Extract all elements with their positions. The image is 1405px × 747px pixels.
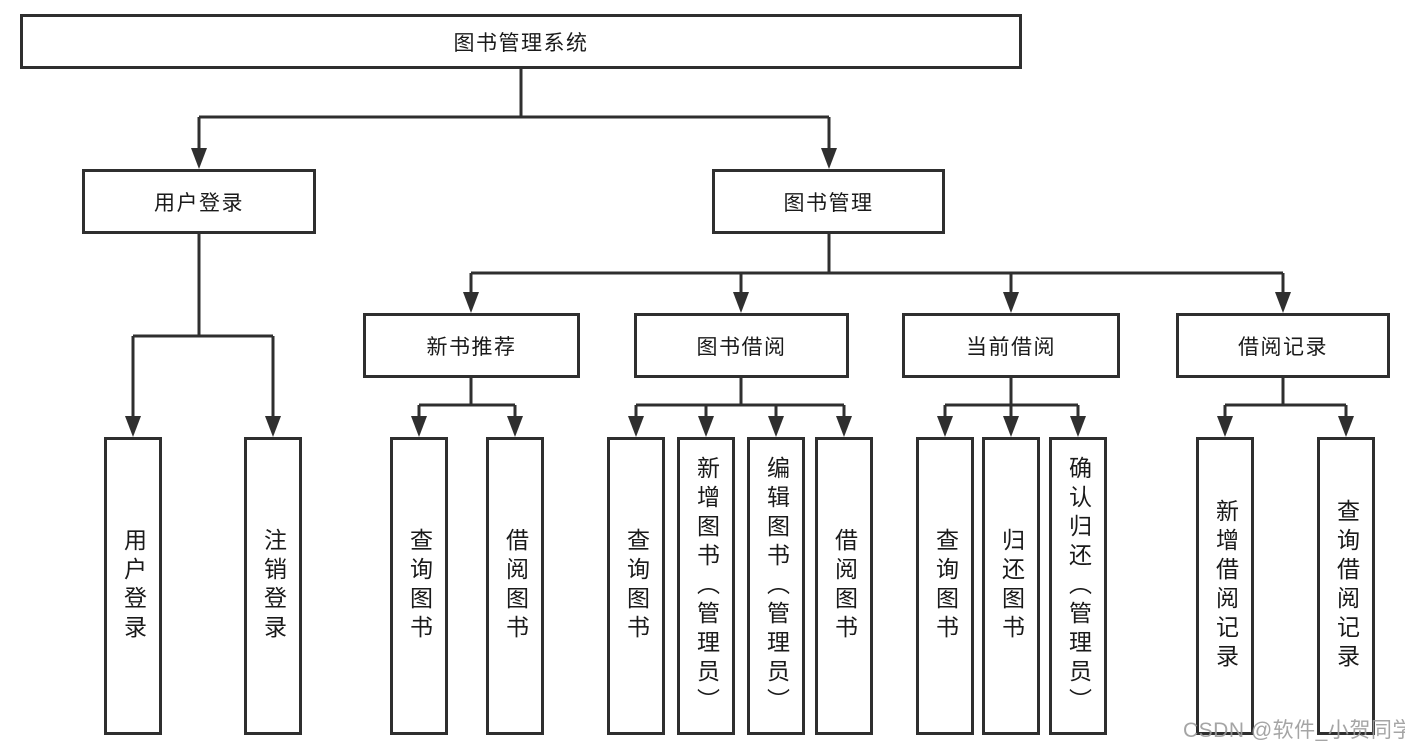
leaf-query-borrow-record: 查询借阅记录	[1317, 437, 1375, 735]
leaf-user-login: 用户登录	[104, 437, 162, 735]
leaf-add-book-admin-label: 新增图书（管理员）	[693, 455, 720, 717]
leaf-borrow-book-recommend-label: 借阅图书	[502, 528, 529, 644]
leaf-borrow-book: 借阅图书	[815, 437, 873, 735]
leaf-query-book-current: 查询图书	[916, 437, 974, 735]
leaf-query-book-current-label: 查询图书	[932, 528, 959, 644]
leaf-edit-book-admin: 编辑图书（管理员）	[747, 437, 805, 735]
node-user-login: 用户登录	[82, 169, 316, 234]
leaf-query-borrow-record-label: 查询借阅记录	[1333, 499, 1360, 673]
leaf-query-book-borrow: 查询图书	[607, 437, 665, 735]
leaf-add-borrow-record: 新增借阅记录	[1196, 437, 1254, 735]
leaf-edit-book-admin-label: 编辑图书（管理员）	[763, 455, 790, 717]
leaf-confirm-return-admin: 确认归还（管理员）	[1049, 437, 1107, 735]
leaf-return-book-label: 归还图书	[998, 528, 1025, 644]
arrowheads	[125, 148, 1354, 437]
node-current-borrow: 当前借阅	[902, 313, 1120, 378]
leaf-logout-label: 注销登录	[260, 528, 287, 644]
leaf-add-book-admin: 新增图书（管理员）	[677, 437, 735, 735]
node-root-label: 图书管理系统	[453, 31, 589, 55]
csdn-watermark: CSDN @软件_小贺同学	[1183, 719, 1405, 742]
leaf-query-book-recommend-label: 查询图书	[406, 528, 433, 644]
node-root: 图书管理系统	[20, 14, 1022, 69]
leaf-borrow-book-label: 借阅图书	[831, 528, 858, 644]
node-new-book-recommend: 新书推荐	[363, 313, 580, 378]
node-borrow-records: 借阅记录	[1176, 313, 1390, 378]
leaf-user-login-label: 用户登录	[120, 528, 147, 644]
node-book-management: 图书管理	[712, 169, 945, 234]
leaf-confirm-return-admin-label: 确认归还（管理员）	[1065, 455, 1092, 717]
leaf-query-book-borrow-label: 查询图书	[623, 528, 650, 644]
node-user-login-label: 用户登录	[154, 191, 244, 215]
leaf-borrow-book-recommend: 借阅图书	[486, 437, 544, 735]
node-new-book-recommend-label: 新书推荐	[426, 335, 517, 359]
node-current-borrow-label: 当前借阅	[966, 335, 1056, 359]
leaf-query-book-recommend: 查询图书	[390, 437, 448, 735]
leaf-return-book: 归还图书	[982, 437, 1040, 735]
node-book-borrow: 图书借阅	[634, 313, 849, 378]
leaf-add-borrow-record-label: 新增借阅记录	[1212, 499, 1239, 673]
node-book-management-label: 图书管理	[783, 191, 874, 215]
node-book-borrow-label: 图书借阅	[696, 335, 787, 359]
node-borrow-records-label: 借阅记录	[1238, 335, 1328, 359]
leaf-logout: 注销登录	[244, 437, 302, 735]
